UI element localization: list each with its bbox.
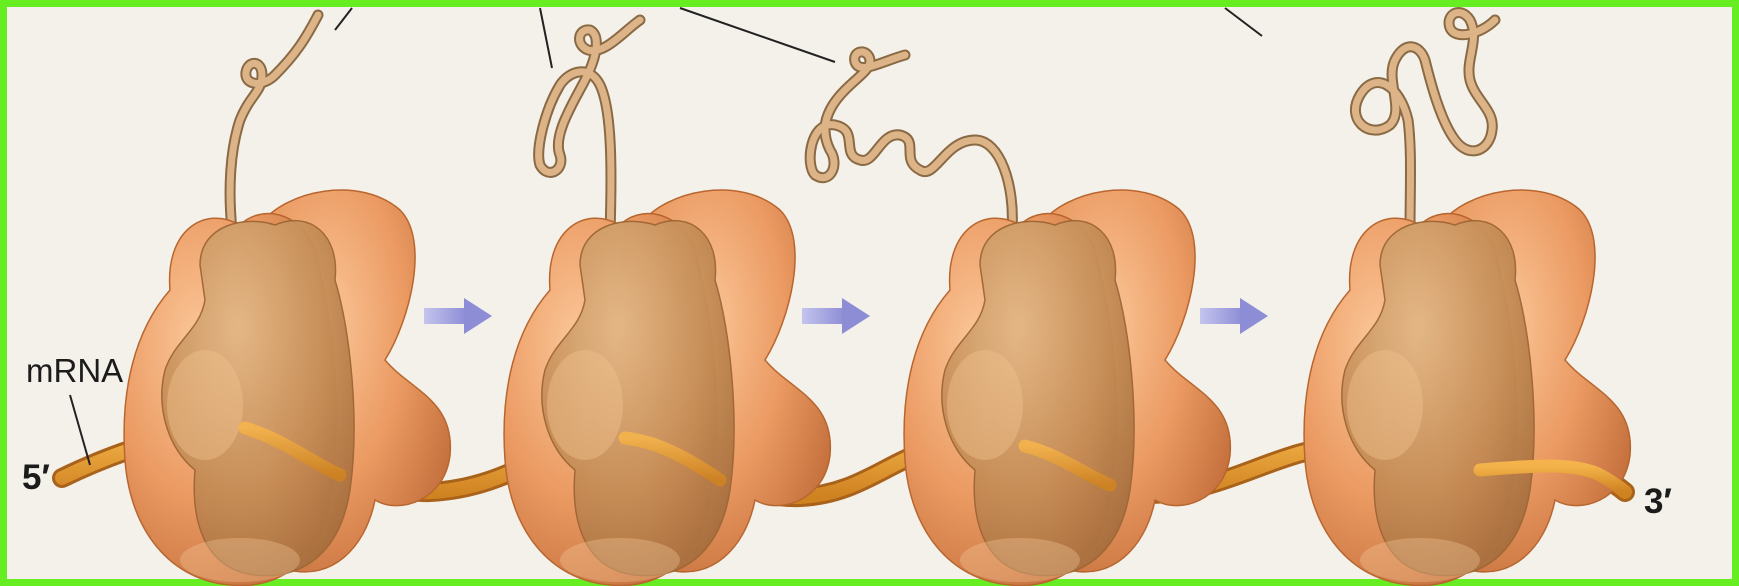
mrna-label: mRNA	[26, 352, 123, 390]
ribosome-3	[904, 190, 1230, 585]
step-arrow-3	[1200, 298, 1268, 334]
ribosome-1	[124, 190, 450, 585]
ribosome-4	[1304, 190, 1630, 585]
three-prime-label: 3′	[1644, 482, 1672, 522]
ribosome-2	[504, 190, 830, 585]
five-prime-label: 5′	[22, 458, 50, 498]
step-arrow-2	[802, 298, 870, 334]
step-arrow-1	[424, 298, 492, 334]
